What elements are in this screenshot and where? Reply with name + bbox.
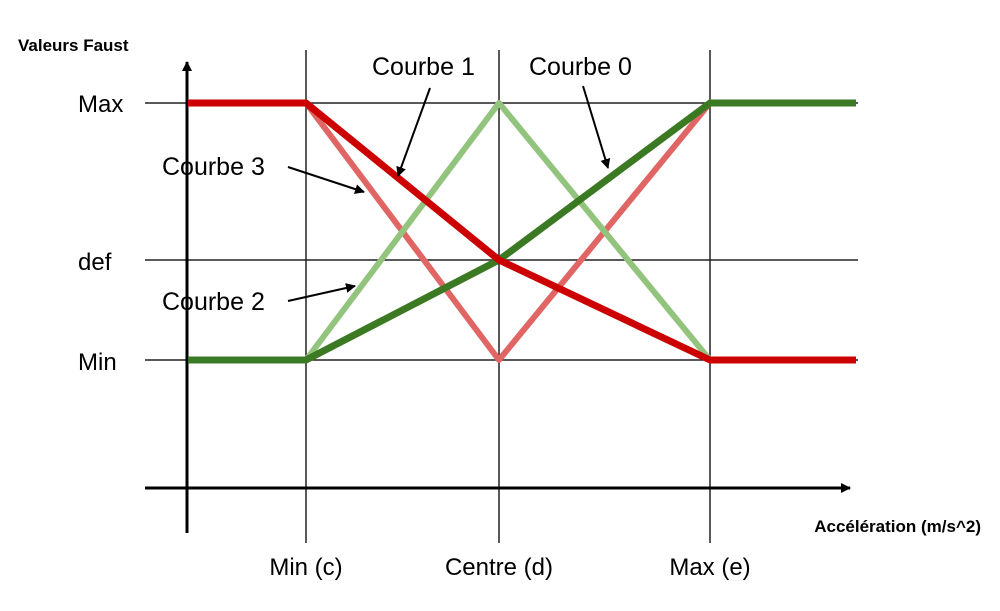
callout-arrow-courbe-1 bbox=[396, 87, 431, 177]
horizontal-grid bbox=[145, 102, 858, 361]
x-label-max-e: Max (e) bbox=[669, 554, 750, 581]
label-courbe-3: Courbe 3 bbox=[162, 153, 265, 181]
y-label-def: def bbox=[78, 249, 112, 276]
callout-arrows bbox=[287, 85, 611, 302]
curves bbox=[188, 99, 856, 364]
y-axis-title: Valeurs Faust bbox=[18, 36, 129, 55]
curve-courbe-3 bbox=[303, 101, 713, 363]
x-label-centre-d: Centre (d) bbox=[445, 554, 553, 581]
curve-courbe-0 bbox=[188, 99, 856, 364]
y-label-min: Min bbox=[78, 349, 117, 376]
y-label-max: Max bbox=[78, 91, 123, 118]
curve-courbe-1 bbox=[188, 99, 856, 364]
x-axis-title: Accélération (m/s^2) bbox=[814, 517, 981, 536]
label-courbe-2: Courbe 2 bbox=[162, 288, 265, 316]
callout-arrow-courbe-3 bbox=[287, 166, 365, 194]
callout-arrow-courbe-0 bbox=[582, 85, 611, 169]
vertical-grid bbox=[305, 50, 711, 543]
label-courbe-1: Courbe 1 bbox=[372, 53, 475, 81]
curve-courbe-2 bbox=[303, 100, 713, 362]
callout-arrow-courbe-2 bbox=[287, 283, 356, 302]
label-courbe-0: Courbe 0 bbox=[529, 53, 632, 81]
x-label-min-c: Min (c) bbox=[269, 554, 342, 581]
